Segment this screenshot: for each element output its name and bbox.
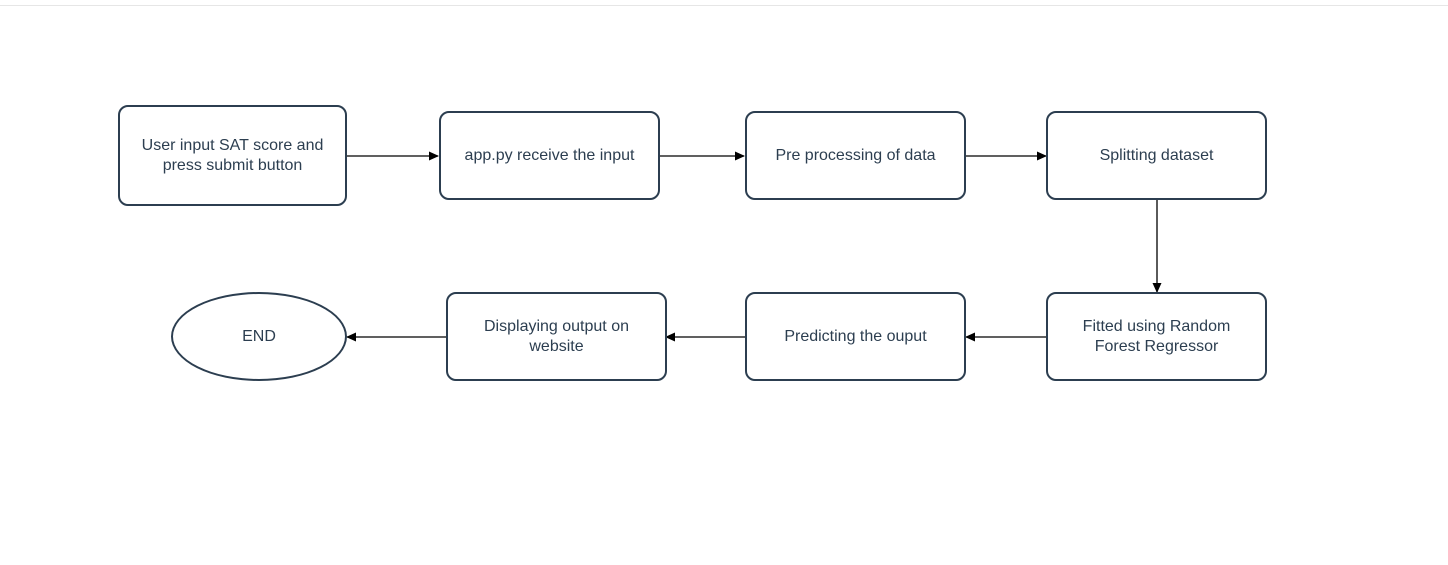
top-divider bbox=[0, 5, 1448, 6]
node-end-label: END bbox=[242, 327, 276, 345]
node-end: END bbox=[171, 292, 347, 381]
node-displaying: Displaying output on website bbox=[446, 292, 667, 381]
node-user-input: User input SAT score and press submit bu… bbox=[118, 105, 347, 206]
node-fitting: Fitted using Random Forest Regressor bbox=[1046, 292, 1267, 381]
node-user-input-label: User input SAT score and press submit bu… bbox=[141, 136, 324, 174]
node-displaying-label: Displaying output on website bbox=[484, 317, 629, 355]
node-preprocessing-label: Pre processing of data bbox=[775, 146, 936, 164]
node-predicting-label: Predicting the ouput bbox=[784, 327, 927, 345]
node-fitting-label: Fitted using Random Forest Regressor bbox=[1082, 317, 1231, 355]
node-splitting-label: Splitting dataset bbox=[1099, 146, 1214, 164]
node-predicting: Predicting the ouput bbox=[745, 292, 966, 381]
node-app-receive-label: app.py receive the input bbox=[464, 146, 635, 164]
node-app-receive: app.py receive the input bbox=[439, 111, 660, 200]
node-preprocessing: Pre processing of data bbox=[745, 111, 966, 200]
node-splitting: Splitting dataset bbox=[1046, 111, 1267, 200]
